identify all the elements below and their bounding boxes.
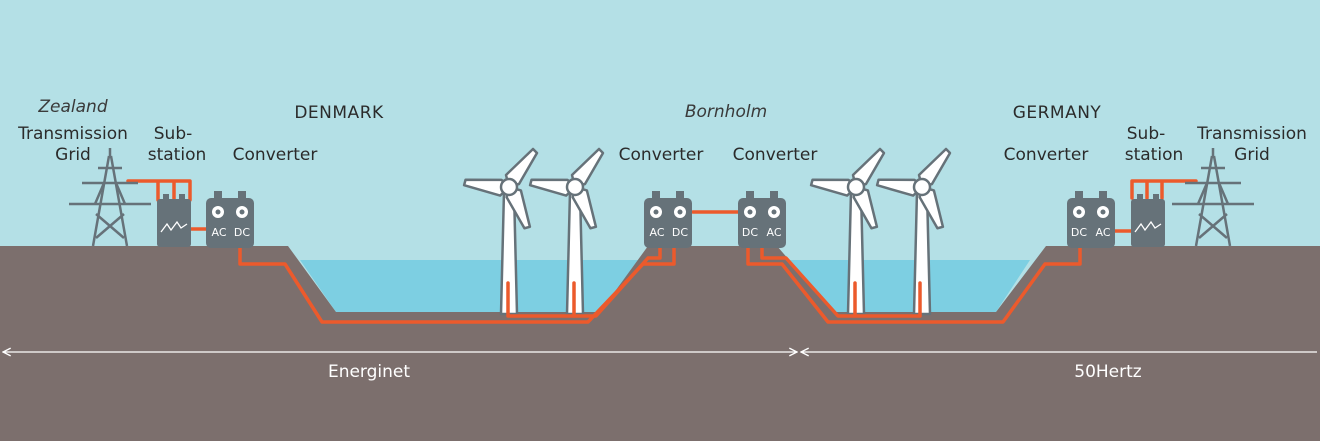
label-transmission-left-1: Transmission (17, 124, 128, 144)
label-substation-right-2: station (1125, 145, 1184, 165)
converter-denmark-left: AC (211, 226, 226, 239)
operator-energinet: Energinet (328, 362, 410, 382)
label-converter-right: Converter (1004, 145, 1089, 165)
converter-bornholm-west-right: DC (672, 226, 688, 239)
label-substation-left-1: Sub- (154, 124, 193, 144)
sea-west (300, 260, 640, 312)
converter-bornholm-east: DC AC (738, 191, 786, 248)
converter-denmark-right: DC (234, 226, 250, 239)
operator-50hertz: 50Hertz (1074, 362, 1142, 382)
wind-turbine-1-rotor-icon (462, 147, 539, 230)
cables (126, 179, 1198, 324)
pylon-left-icon (69, 148, 151, 247)
label-bornholm: Bornholm (685, 102, 767, 122)
converter-germany-right: AC (1095, 226, 1110, 239)
label-converter-bornholm-right: Converter (733, 145, 818, 165)
substation-left-icon (157, 194, 191, 247)
label-transmission-right-2: Grid (1234, 145, 1270, 165)
converter-bornholm-east-left: DC (742, 226, 758, 239)
label-transmission-right-1: Transmission (1196, 124, 1307, 144)
wind-turbines (499, 189, 932, 316)
ground (0, 246, 1320, 441)
turbine-rotors (462, 147, 952, 230)
label-converter-left: Converter (233, 145, 318, 165)
converter-bornholm-west: AC DC (644, 191, 692, 248)
converter-bornholm-east-right: AC (766, 226, 781, 239)
label-substation-right-1: Sub- (1127, 124, 1166, 144)
substation-right-icon (1131, 194, 1165, 247)
converter-bornholm-west-left: AC (649, 226, 664, 239)
converter-denmark: AC DC (206, 191, 254, 248)
label-germany: GERMANY (1013, 103, 1102, 123)
converter-germany: DC AC (1067, 191, 1115, 248)
label-zealand: Zealand (37, 97, 107, 117)
wind-turbine-4-rotor-icon (875, 147, 952, 230)
label-denmark: DENMARK (294, 103, 384, 123)
label-substation-left-2: station (148, 145, 207, 165)
wind-turbine-3-rotor-icon (809, 147, 886, 230)
label-converter-bornholm-left: Converter (619, 145, 704, 165)
converter-germany-left: DC (1071, 226, 1087, 239)
pylon-right-icon (1172, 148, 1254, 247)
wind-turbine-2-rotor-icon (528, 147, 605, 230)
label-transmission-left-2: Grid (55, 145, 91, 165)
